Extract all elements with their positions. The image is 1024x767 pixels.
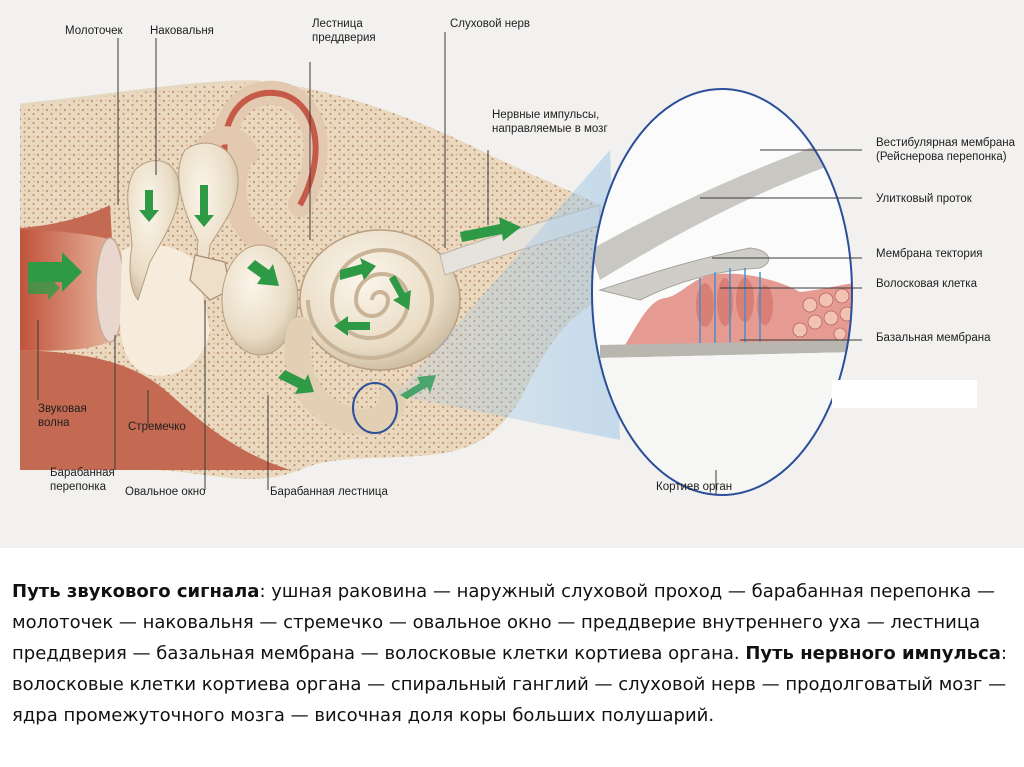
leader-lines [37,32,862,495]
sound-path-arrows [28,185,521,399]
label-scala-vestibuli: Лестница преддверия [312,18,376,44]
caption-nerve-path-text: : волосковые клетки кортиева органа — сп… [12,643,1007,726]
outer-ear-skin [20,350,290,470]
label-organ-of-corti: Кортиев орган [656,481,733,493]
label-stapes: Стремечко [128,421,186,433]
organ-of-corti-zoom [591,88,853,496]
white-patch [832,380,977,408]
vestibule [221,244,299,356]
label-cochlear-duct: Улитковый проток [876,193,972,205]
label-incus: Наковальня [150,25,214,37]
label-vestibular-membrane: Вестибулярная мембрана (Рейснерова переп… [876,137,1016,163]
ear-anatomy-figure: Молоточек Наковальня Лестница преддверия… [0,0,1024,548]
caption-sound-path-text: : ушная раковина — наружный слуховой про… [12,581,995,664]
label-hair-cell: Волосковая клетка [876,278,977,290]
caption-title-sound-path: Путь звукового сигнала [12,581,260,602]
zoom-beam [395,150,620,440]
label-basilar-membrane: Базальная мембрана [876,332,991,344]
label-tympanic-membrane: Барабанная перепонка [50,467,115,493]
label-scala-tympani: Барабанная лестница [270,486,388,498]
ear-canal [20,228,112,351]
ear-anatomy-drawing [19,32,977,496]
label-oval-window: Овальное окно [125,486,206,498]
caption-text: Путь звукового сигнала: ушная раковина —… [12,576,1012,731]
label-sound-wave: Звуковая волна [38,403,87,429]
malleus-shape [127,160,180,302]
label-malleus: Молоточек [65,25,123,37]
caption-title-nerve-path: Путь нервного импульса [745,643,1001,664]
cochlea [284,229,461,435]
label-auditory-nerve: Слуховой нерв [450,18,531,30]
label-tectorial-membrane: Мембрана тектория [876,248,983,260]
round-window-highlight [352,382,398,434]
semicircular-canals [186,80,328,256]
stapes-shape [189,254,231,301]
tympanic-membrane-shape [95,237,125,343]
label-nerve-impulses: Нервные импульсы, направляемые в мозг [492,109,608,135]
